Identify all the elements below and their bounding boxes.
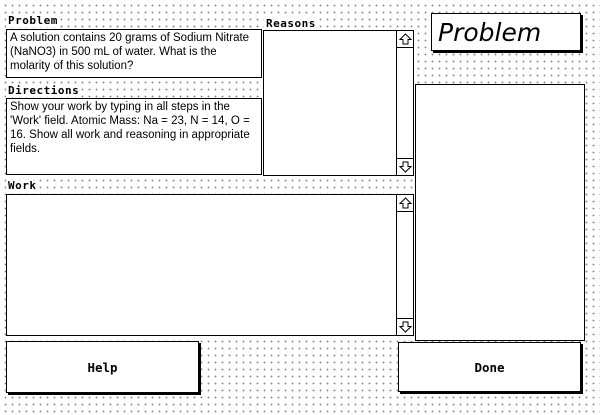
side-panel[interactable] [415, 84, 585, 341]
scroll-up-arrow-icon[interactable] [397, 31, 413, 48]
work-label: Work [6, 179, 39, 192]
done-button[interactable]: Done [398, 342, 581, 392]
work-field[interactable] [6, 194, 414, 336]
work-input[interactable] [7, 195, 396, 335]
side-panel-content [416, 85, 584, 87]
scroll-down-arrow-icon[interactable] [397, 158, 413, 175]
scroll-up-arrow-icon[interactable] [397, 195, 413, 212]
reasons-field[interactable] [263, 30, 414, 176]
directions-label: Directions [6, 84, 82, 97]
directions-text-field[interactable]: Show your work by typing in all steps in… [6, 98, 262, 175]
reasons-scrollbar[interactable] [396, 31, 413, 175]
work-scrollbar[interactable] [396, 195, 413, 335]
problem-text-field[interactable]: A solution contains 20 grams of Sodium N… [6, 29, 262, 78]
problem-text: A solution contains 20 grams of Sodium N… [10, 32, 250, 72]
directions-text: Show your work by typing in all steps in… [10, 101, 250, 155]
problem-label: Problem [6, 14, 60, 27]
problem-title: Problem [431, 13, 581, 51]
reasons-input[interactable] [264, 31, 396, 175]
reasons-label: Reasons [264, 17, 318, 30]
help-button[interactable]: Help [6, 341, 199, 393]
scroll-down-arrow-icon[interactable] [397, 318, 413, 335]
